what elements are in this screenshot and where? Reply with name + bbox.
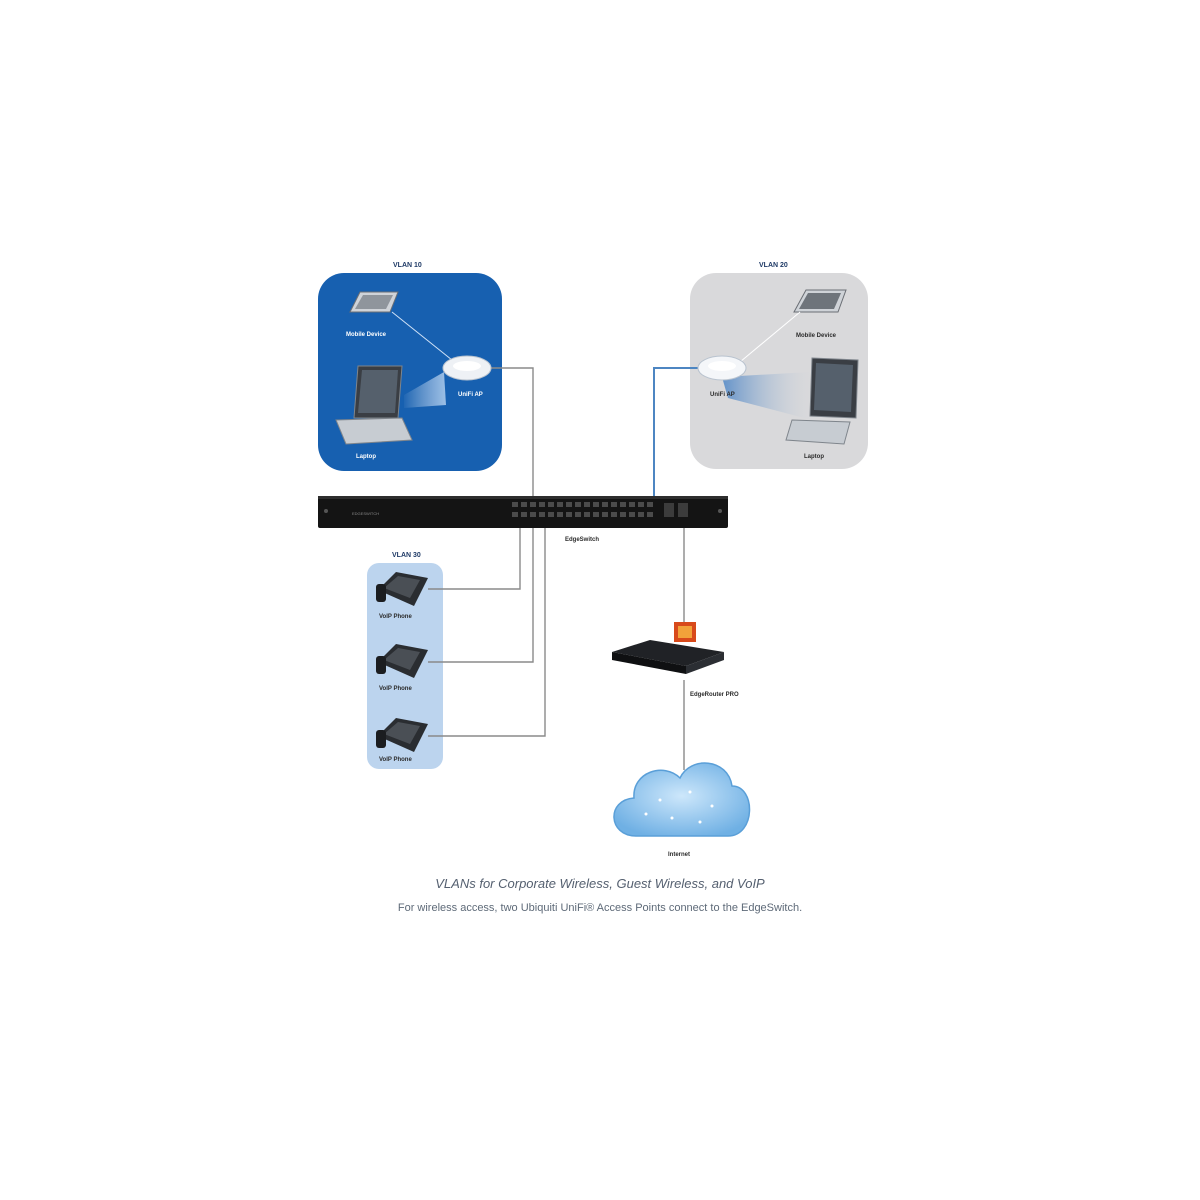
guest-ap-icon: [697, 355, 747, 381]
corp-laptop-label: Laptop: [356, 454, 376, 460]
edgerouter-icon: [612, 640, 724, 674]
voip-phone-label-3: VoIP Phone: [379, 757, 412, 763]
guest-laptop-icon: [785, 357, 859, 445]
cable-phone-2: [428, 528, 534, 663]
corp-ap-icon: [442, 355, 492, 381]
corp-mobile-device-icon: [349, 291, 399, 313]
voip-phone-icon-1: [376, 572, 428, 606]
guest-ap-label: UniFi AP: [710, 392, 735, 398]
switch-label: EdgeSwitch: [565, 537, 600, 543]
voip-phone-label-2: VoIP Phone: [379, 686, 412, 692]
corp-laptop-icon: [335, 365, 413, 445]
guest-mobile-device-icon: [793, 289, 847, 313]
voip-phone-label-1: VoIP Phone: [379, 614, 412, 620]
guest-vlan-area: [690, 273, 868, 469]
voip-phone-icon-2: [376, 644, 428, 678]
corporate-vlan-label: VLAN 10: [393, 262, 422, 269]
guest-ap-beam: [722, 372, 812, 420]
switch-ports: [512, 502, 653, 517]
cable-corp-ap: [490, 367, 534, 500]
corp-mobile-label: Mobile Device: [346, 332, 387, 338]
cable-phone-1: [428, 528, 521, 590]
internet-cloud-icon: [613, 762, 751, 837]
caption-title: VLANs for Corporate Wireless, Guest Wire…: [435, 876, 765, 891]
cable-guest-ap: [653, 367, 699, 500]
voip-vlan-label: VLAN 30: [392, 552, 421, 559]
caption-subtitle: For wireless access, two Ubiquiti UniFi®…: [397, 902, 803, 914]
switch-brand-label: EDGESWITCH: [352, 511, 379, 516]
guest-mobile-label: Mobile Device: [796, 333, 837, 339]
router-label: EdgeRouter PRO: [690, 692, 739, 698]
cable-phone-3: [428, 528, 546, 737]
voip-phone-icon-3: [376, 718, 428, 752]
corp-ap-label: UniFi AP: [458, 392, 483, 398]
cables: [428, 367, 685, 770]
firewall-icon: [674, 622, 696, 642]
guest-vlan-label: VLAN 20: [759, 262, 788, 269]
guest-laptop-label: Laptop: [804, 454, 824, 460]
edgeswitch-icon: [318, 496, 728, 528]
internet-label: Internet: [668, 852, 691, 858]
corp-ap-beam: [404, 372, 446, 408]
